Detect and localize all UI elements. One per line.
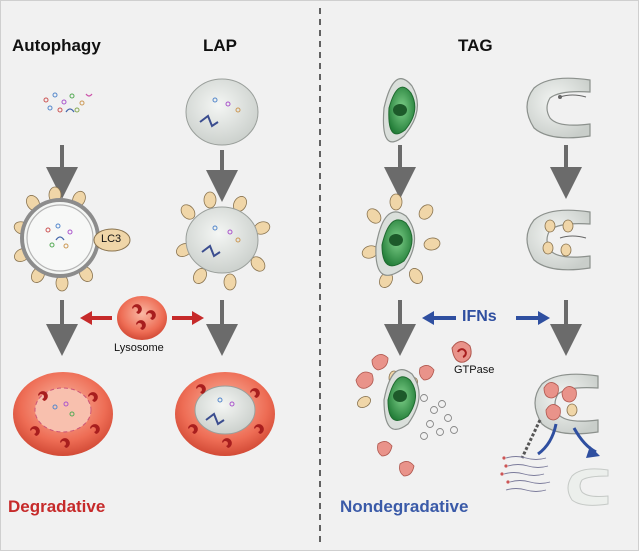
header-tag: TAG: [458, 36, 493, 55]
header-lap: LAP: [203, 36, 237, 55]
c-vacuole-icon: [526, 77, 591, 139]
lysosome-label: Lysosome: [114, 342, 164, 354]
parasite-disrupted-icon: [355, 354, 458, 477]
autophagy-cargo-icon: [43, 92, 93, 113]
c-vacuole-lc3-icon: [526, 209, 591, 271]
autolysosome-icon: [13, 372, 113, 456]
lap-phagolysosome-icon: [175, 372, 275, 456]
lc3-label: LC3: [101, 233, 122, 245]
lap-phagosome-icon: [185, 78, 259, 146]
lap-lc3-phagosome-icon: [176, 191, 271, 291]
parasite-lc3-vacuole-icon: [361, 193, 441, 288]
c-vacuole-gtpase-icon: [500, 373, 609, 506]
lysosome-arrow-right-icon: [172, 311, 204, 325]
parasite-vacuole-icon: [382, 78, 419, 143]
gtpase-label: GTPase: [454, 364, 495, 376]
header-autophagy: Autophagy: [12, 36, 101, 55]
lysosome-icon: [117, 296, 167, 340]
degradative-label: Degradative: [8, 497, 106, 516]
ifn-arrow-right-icon: [516, 311, 550, 325]
ifn-arrow-left-icon: [422, 311, 456, 325]
nondegradative-label: Nondegradative: [340, 497, 469, 516]
gtpase-icon: [451, 341, 472, 363]
ifns-label: IFNs: [462, 308, 497, 325]
lysosome-arrow-left-icon: [80, 311, 112, 325]
autophagosome-icon: [13, 186, 131, 292]
